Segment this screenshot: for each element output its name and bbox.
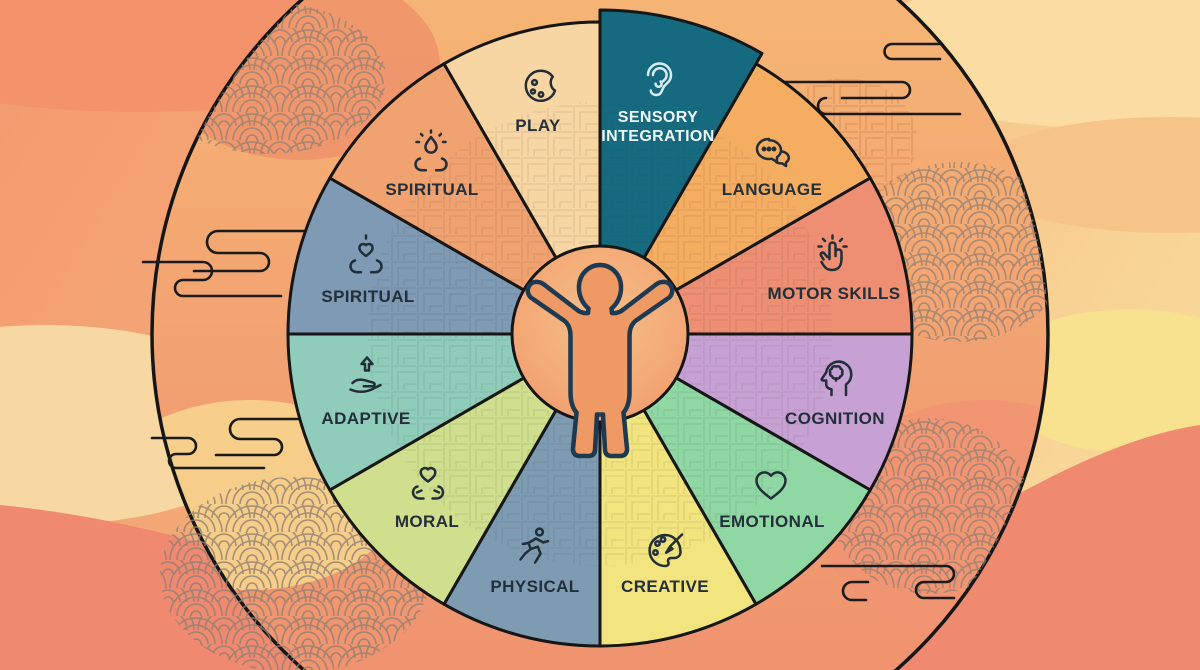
head-brain-icon	[820, 360, 853, 397]
outer-ring-border	[150, 0, 1050, 670]
speech-bubbles-icon	[755, 137, 791, 168]
segment-labels: SENSORY INTEGRATION LANGUAGE MOTOR SKILLS…	[321, 109, 900, 596]
heart-icon	[755, 471, 787, 500]
cloud-scroll-left-lower	[150, 417, 347, 470]
segment-language-label: LANGUAGE	[722, 180, 822, 199]
segment-cognition-label: COGNITION	[785, 409, 885, 428]
segment-spiritual-orange-label: SPIRITUAL	[385, 180, 478, 199]
child-silhouette	[525, 262, 675, 459]
segment-adaptive-label: ADAPTIVE	[321, 409, 410, 428]
segment-moral-label: MORAL	[395, 512, 459, 531]
inner-texture-ring	[368, 102, 832, 566]
tap-hand-icon	[817, 234, 848, 272]
sensory-label-line1: SENSORY	[618, 109, 698, 126]
runner-icon	[519, 527, 550, 564]
sensory-label-line2: INTEGRATION	[601, 128, 714, 145]
segment-creative-label: CREATIVE	[621, 577, 709, 596]
hands-heart-flame-icon	[349, 234, 383, 274]
cloud-blob-right-yellow	[1016, 309, 1200, 452]
hand-up-arrow-icon	[349, 356, 382, 393]
cloud-scroll-right-top	[778, 42, 962, 116]
ear-icon	[646, 62, 673, 97]
segment-spiritual-blue-label: SPIRITUAL	[321, 287, 414, 306]
segment-emotional-label: EMOTIONAL	[719, 512, 825, 531]
cloud-scroll-left-upper	[141, 229, 339, 298]
crescent-cookie-icon	[524, 69, 557, 102]
hub	[510, 244, 690, 459]
paint-palette-icon	[648, 533, 684, 568]
hands-flame-icon	[414, 129, 448, 172]
hands-heart-icon	[411, 466, 445, 500]
segment-play-label: PLAY	[515, 116, 561, 135]
segment-motor-skills-label: MOTOR SKILLS	[768, 284, 901, 303]
segment-sensory-integration-label: SENSORY INTEGRATION	[601, 109, 714, 145]
cloud-scroll-right-bottom	[820, 564, 956, 602]
segment-physical-label: PHYSICAL	[490, 577, 579, 596]
segment-icons	[349, 62, 853, 568]
